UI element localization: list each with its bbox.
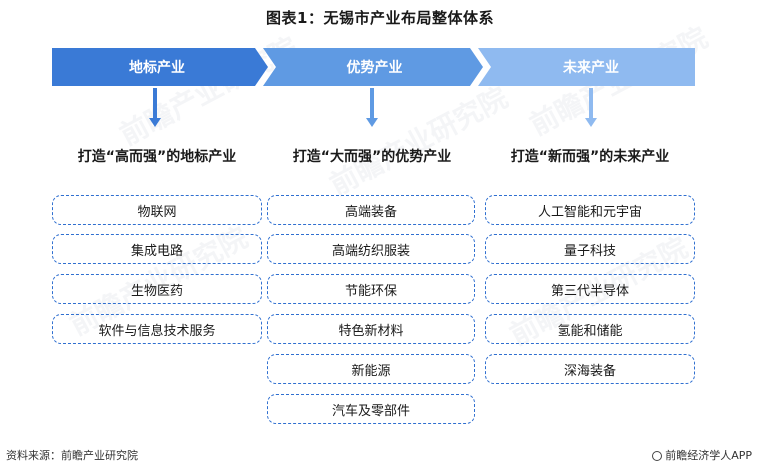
chevron-2 — [263, 48, 483, 86]
source-note: 资料来源：前瞻产业研究院 — [6, 449, 138, 462]
brand-label: 前瞻经济学人APP — [665, 449, 752, 462]
industry-item: 集成电路 — [52, 234, 262, 264]
industry-item: 人工智能和元宇宙 — [485, 195, 695, 225]
chevron-3 — [478, 48, 695, 86]
subtitle-advantage: 打造“大而强”的优势产业 — [292, 149, 452, 165]
subtitle-landmark: 打造“高而强”的地标产业 — [77, 149, 237, 165]
header-chevrons — [52, 48, 695, 86]
industry-item: 第三代半导体 — [485, 274, 695, 304]
industry-item: 节能环保 — [267, 274, 475, 304]
header-advantage-industry: 优势产业 — [346, 60, 403, 76]
brand-logo-icon — [652, 451, 663, 461]
brand-credit: 前瞻经济学人APP — [652, 447, 752, 463]
header-future-industry: 未来产业 — [563, 60, 619, 76]
chevron-1 — [52, 48, 268, 86]
industry-item: 汽车及零部件 — [267, 394, 475, 424]
page-title: 图表1：无锡市产业布局整体体系 — [266, 9, 494, 27]
industry-item: 量子科技 — [485, 234, 695, 264]
industry-item: 高端纺织服装 — [267, 234, 475, 264]
industry-item: 软件与信息技术服务 — [52, 314, 262, 344]
industry-item: 高端装备 — [267, 195, 475, 225]
industry-item: 生物医药 — [52, 274, 262, 304]
industry-item: 特色新材料 — [267, 314, 475, 344]
subtitle-future: 打造“新而强”的未来产业 — [510, 149, 670, 165]
industry-item: 深海装备 — [485, 354, 695, 384]
industry-item: 新能源 — [267, 354, 475, 384]
header-landmark-industry: 地标产业 — [129, 60, 185, 76]
industry-item: 物联网 — [52, 195, 262, 225]
industry-item: 氢能和储能 — [485, 314, 695, 344]
